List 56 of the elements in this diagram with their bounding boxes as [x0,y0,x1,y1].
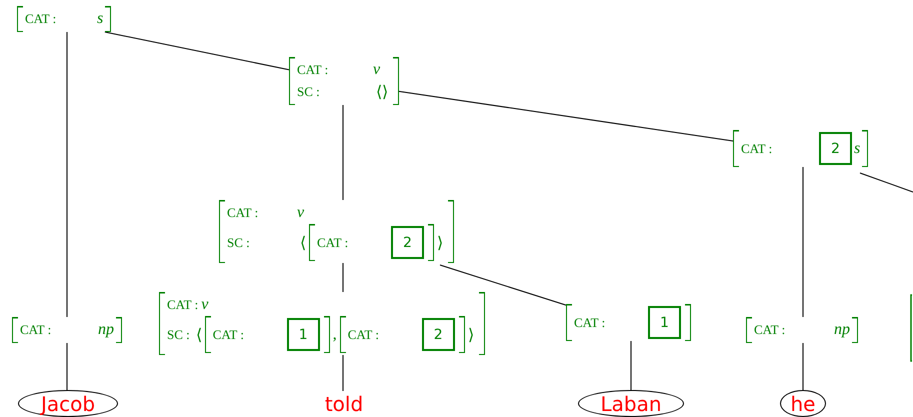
bracket-symbol: ⟩ [437,234,443,252]
tree-branch [66,32,68,318]
tree-branch [802,342,804,390]
tree-branch [630,340,632,390]
tree-branch [440,264,566,306]
tag-box [391,226,424,259]
tag-number: 2 [403,234,412,250]
bracket-symbol: ⟨ [300,234,306,252]
word: Laban [600,394,662,414]
tag-number: 1 [660,314,669,330]
feature-value: s [97,10,104,28]
bracket-symbol: ⟩ [468,326,474,344]
tag-number: 1 [298,326,308,342]
tree-branch [342,104,344,200]
word: he [790,394,816,414]
word: Jacob [40,394,96,414]
feature-label: CAT : [227,205,260,221]
word-ellipse [18,390,118,417]
feature-label: CAT : [317,234,350,250]
tree-branch [802,166,804,318]
feature-value: v [201,296,208,314]
feature-label: CAT : [741,140,774,156]
word-ellipse [780,390,826,417]
tree-branch [342,262,344,292]
feature-value: np [98,321,114,339]
feature-label: CAT : [754,322,786,338]
tag-box [648,306,681,339]
feature-label: SC : [167,326,190,342]
feature-label: SC : [227,234,251,250]
tree-branch [66,342,68,390]
bracket-symbol: , [332,326,337,344]
tag-box [422,318,455,351]
feature-label: CAT : [574,314,606,330]
tag-box [819,132,852,165]
tag-number: 2 [434,326,443,342]
feature-value: s [854,140,860,158]
feature-value: v [373,61,380,79]
tag-number: 2 [831,140,840,156]
word-ellipse [578,390,684,417]
tree-branch [398,90,734,142]
feature-value: v [297,204,304,222]
word: told [324,394,364,414]
feature-label: CAT : [348,326,380,342]
bracket-symbol: ⟨⟩ [376,83,388,102]
bracket-symbol: ⟨ [196,326,202,344]
tree-branch [104,32,290,70]
feature-value: np [834,321,850,339]
feature-label: CAT : [297,62,330,78]
feature-label: CAT : [212,326,245,342]
feature-label: SC : [297,84,321,100]
tag-box [286,318,320,351]
tree-branch [860,172,913,192]
feature-label: CAT : [25,11,58,27]
feature-label: CAT : [20,322,52,338]
feature-label: CAT : [167,297,198,313]
tree-branch [342,354,344,392]
